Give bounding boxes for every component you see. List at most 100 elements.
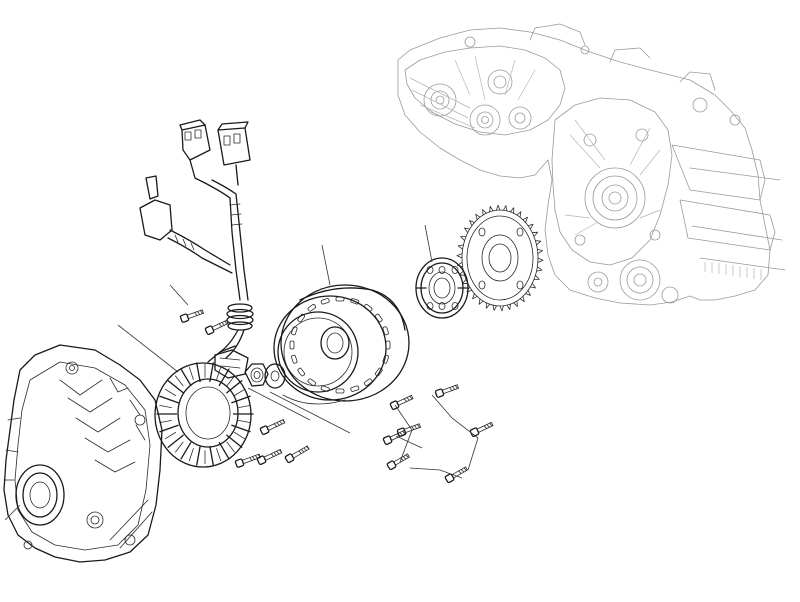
bolt-thread — [276, 422, 280, 426]
bolt-thread — [414, 425, 418, 429]
bolt-tip — [456, 384, 459, 389]
bolt-head — [234, 458, 245, 468]
bolt-thread — [270, 453, 275, 457]
bolt — [179, 309, 204, 323]
flywheel-vent-slot — [350, 298, 360, 305]
bolt-thread — [300, 449, 305, 453]
bolt-thread — [402, 456, 407, 460]
bolt-head — [259, 425, 270, 436]
bolt-thread — [281, 419, 286, 424]
bolt-thread — [221, 322, 225, 326]
bolt-shank — [443, 387, 459, 395]
bolt — [444, 466, 468, 484]
flywheel-vent-slot — [289, 340, 295, 350]
flywheel-vent-slot — [363, 304, 373, 312]
bolt-thread — [278, 449, 283, 454]
bolt — [469, 421, 494, 438]
bolts — [179, 309, 494, 484]
stator-winding — [164, 431, 177, 440]
bolt-head — [396, 427, 407, 437]
bolt-shank — [478, 425, 494, 433]
bolt-tip — [465, 466, 468, 471]
bolt-thread — [463, 467, 467, 471]
bolt-head — [434, 388, 445, 398]
bolt-shank — [188, 312, 204, 320]
stator-winding — [174, 441, 184, 453]
bolt-head — [204, 325, 215, 336]
bolt-thread — [279, 420, 283, 425]
bolt-thread — [483, 425, 488, 429]
bolt-thread — [416, 424, 420, 428]
bolt-thread — [303, 447, 307, 451]
bolt — [386, 453, 410, 471]
flywheel-vent-slot — [382, 354, 389, 364]
flywheel-vent-slot — [307, 304, 317, 312]
bolt-thread — [399, 432, 403, 436]
bolt-shank — [405, 426, 421, 434]
stator-winding — [216, 448, 222, 462]
bolt-thread — [199, 310, 203, 314]
stator-winding — [159, 404, 172, 409]
bolt-shank — [395, 456, 410, 466]
bolt-shank — [398, 398, 414, 406]
bolt-thread — [402, 430, 406, 435]
left-crankcase-cover — [3, 344, 163, 563]
bolt-tip — [407, 453, 410, 458]
bolt-head — [386, 460, 397, 471]
bolt-thread — [405, 454, 409, 458]
bolt — [284, 445, 310, 464]
stator-winding — [238, 419, 251, 424]
stator-winding — [174, 375, 184, 387]
bolt-shank — [266, 419, 284, 428]
bolt-head — [444, 473, 455, 484]
bolt — [256, 449, 283, 466]
flywheel-vent-slot — [335, 388, 345, 394]
bolt-shank — [453, 469, 468, 479]
bolt — [204, 319, 229, 336]
bolt-thread — [306, 446, 310, 450]
flywheel-vent-slot — [382, 326, 389, 336]
bolt-thread — [403, 398, 408, 402]
flywheel-vent-slot — [375, 313, 383, 323]
stator-pole — [167, 380, 184, 394]
bolt-thread — [411, 426, 415, 430]
bolt-thread — [406, 397, 410, 401]
flywheel-vent-slot — [350, 385, 360, 392]
bolt-thread — [276, 450, 280, 455]
flywheel-vent-slot — [363, 378, 373, 386]
bolt-thread — [218, 323, 223, 327]
bolt-thread — [194, 312, 198, 316]
bolt-shank — [291, 445, 308, 456]
stator-pole — [159, 395, 179, 404]
washer — [264, 363, 286, 389]
flywheel-vent-slot — [385, 340, 391, 350]
stator-winding — [216, 366, 222, 380]
bolt-tip — [201, 309, 204, 314]
flywheel-vent-slot — [320, 298, 330, 305]
bolt — [382, 429, 407, 446]
stator-pole — [180, 441, 192, 460]
stator-winding — [164, 388, 177, 397]
flywheel-nut — [244, 363, 269, 387]
stator-pole — [209, 445, 214, 466]
starter-clutch-bearing — [415, 257, 469, 319]
stator-winding — [188, 448, 194, 462]
stator-winding — [233, 388, 246, 397]
engine-crankcase — [397, 23, 786, 306]
bolt — [434, 384, 459, 398]
flywheel-vent-slot — [307, 378, 317, 386]
bolt — [389, 394, 414, 411]
flywheel-vent-slot — [297, 367, 305, 377]
flywheel-rotor — [273, 284, 410, 405]
stator-pole — [167, 434, 184, 448]
bolt-thread — [486, 424, 490, 428]
stator-winding — [233, 431, 246, 440]
bolt-thread — [460, 469, 465, 473]
wiring-harness — [139, 119, 254, 359]
bolt-thread — [197, 311, 201, 315]
flywheel-vent-slot — [375, 367, 383, 377]
stator-pole — [196, 362, 201, 383]
bolt-head — [382, 435, 393, 446]
bolt-head — [179, 313, 190, 323]
